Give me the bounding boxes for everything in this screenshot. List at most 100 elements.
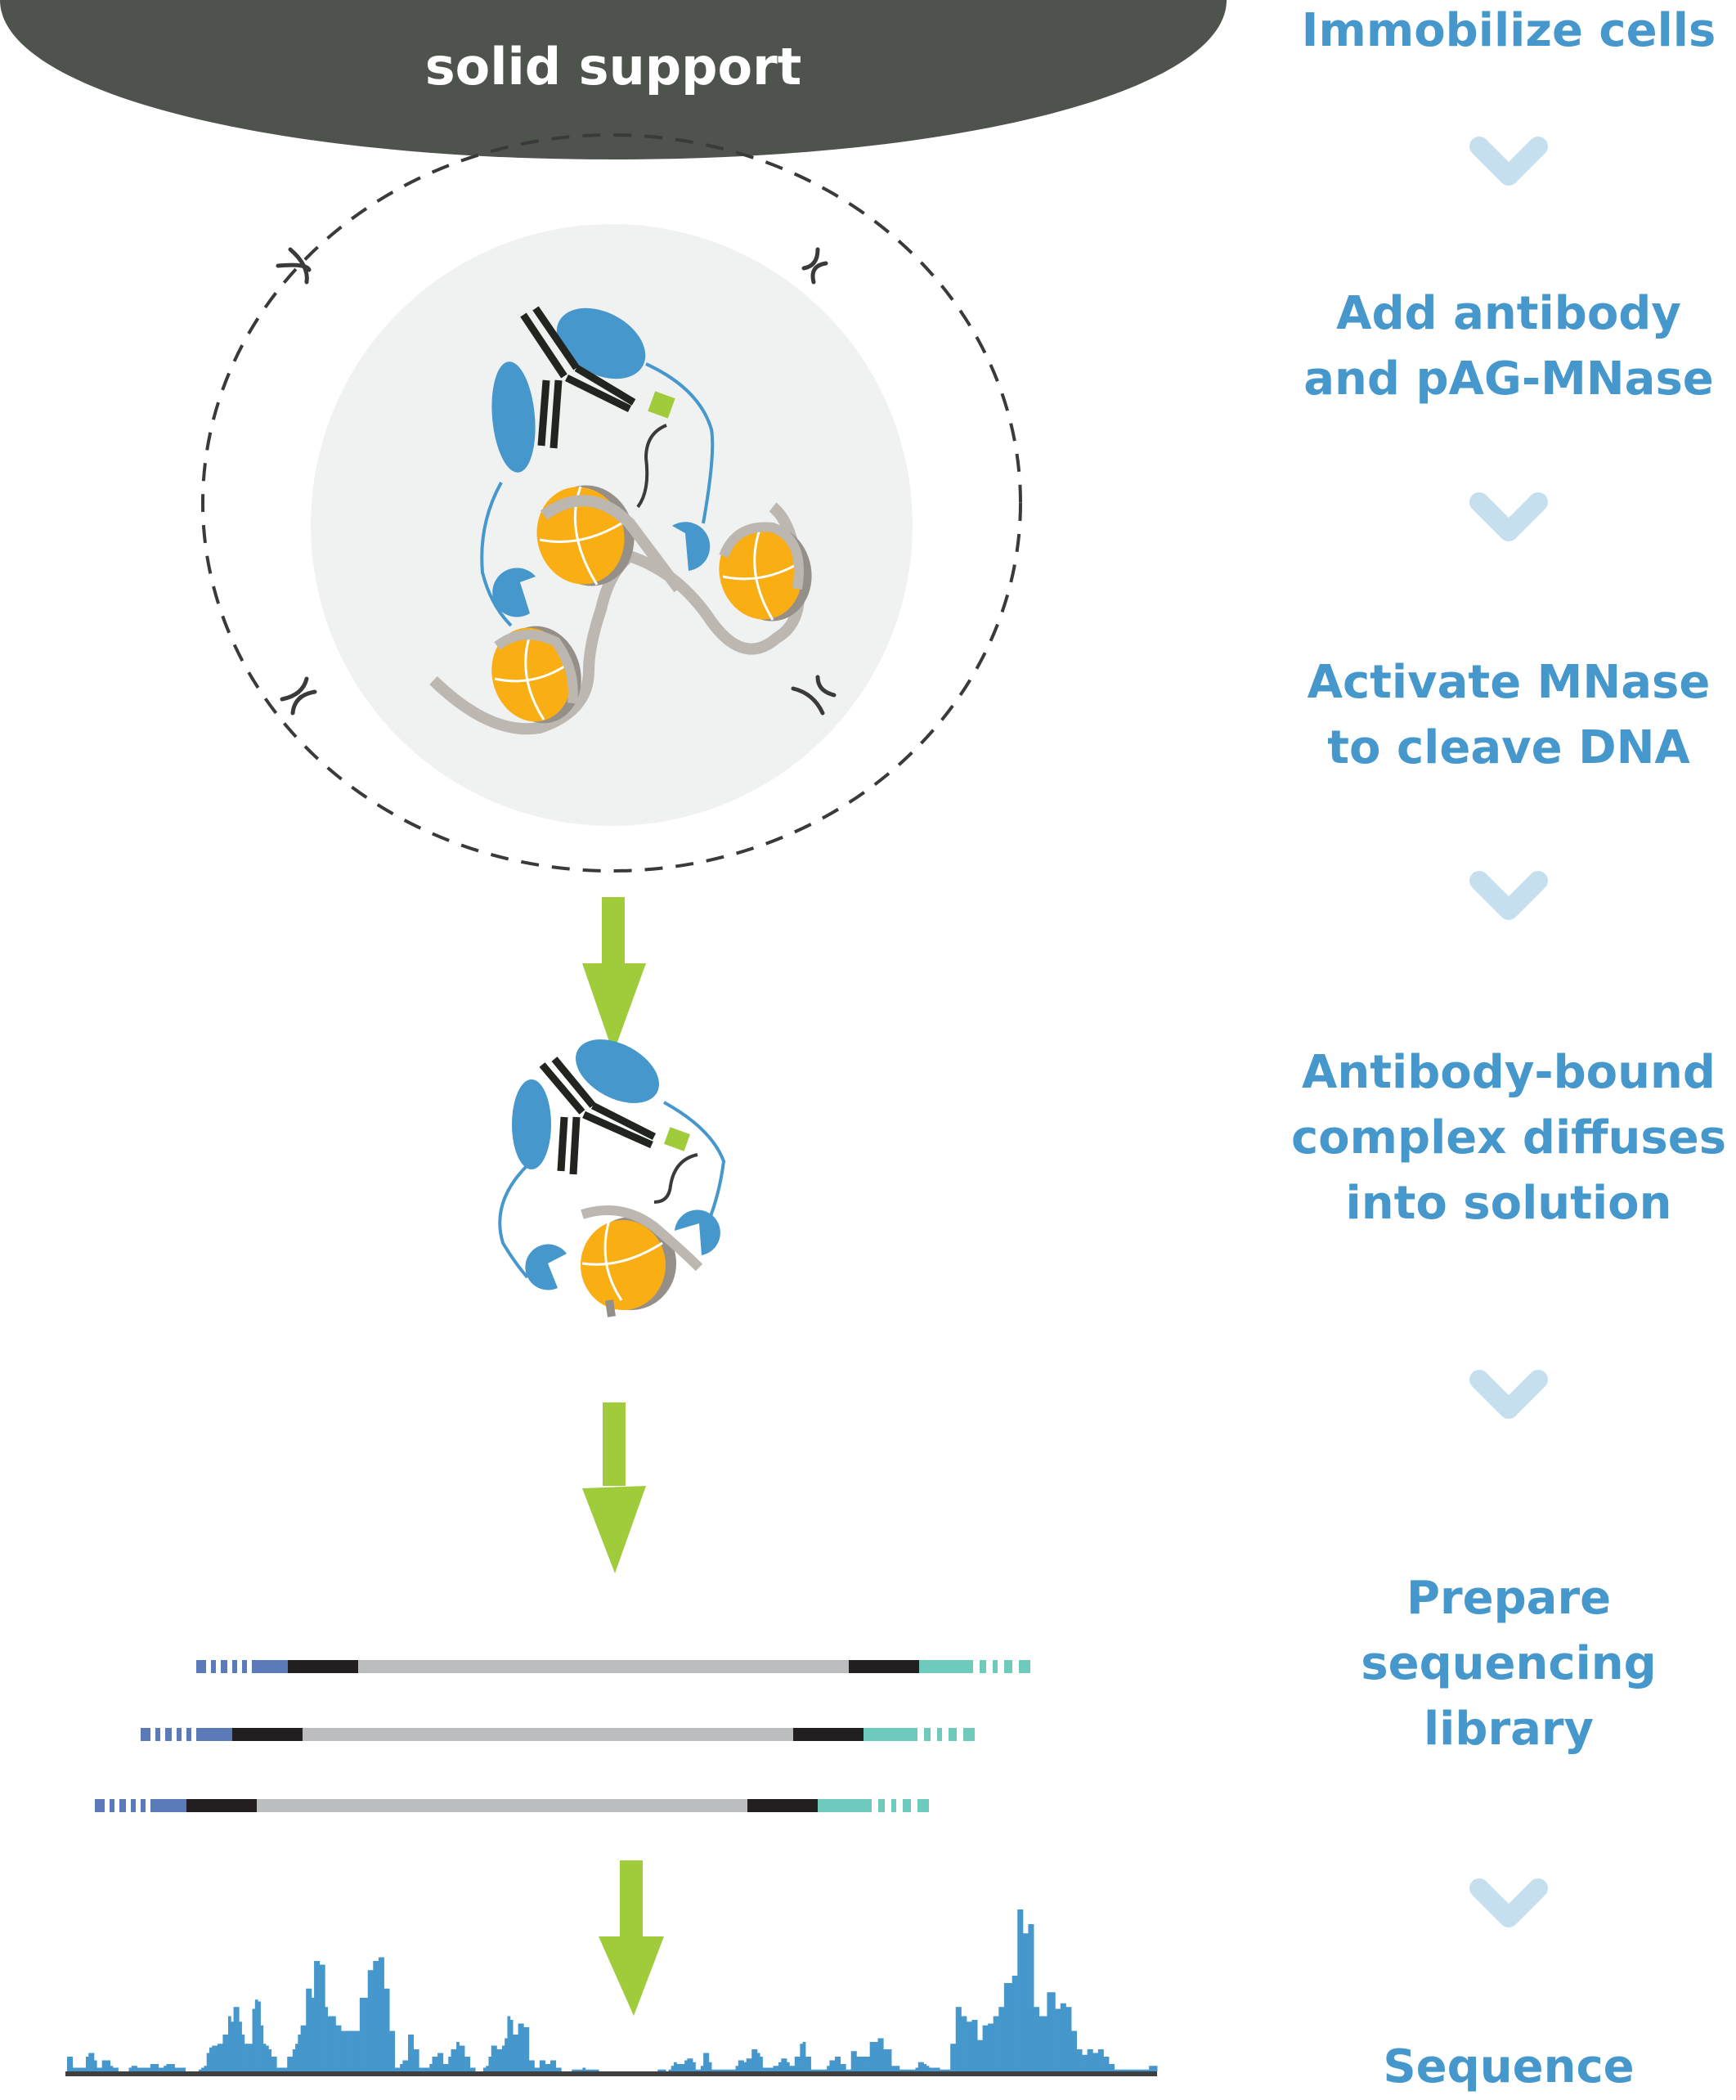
read-segment-adapter-black — [186, 1799, 257, 1812]
read-segment-adapter-dashes-teal — [980, 1660, 986, 1673]
coverage-bar — [333, 2016, 336, 2071]
coverage-bar — [168, 2064, 173, 2071]
coverage-bar — [767, 2067, 771, 2071]
coverage-bar — [220, 2044, 223, 2071]
coverage-bar — [150, 2064, 154, 2071]
coverage-bar — [679, 2064, 683, 2071]
solid-support-label: solid support — [424, 37, 802, 96]
coverage-bar — [426, 2067, 430, 2071]
coverage-bar — [80, 2067, 84, 2071]
coverage-bar — [231, 2021, 235, 2071]
coverage-bar — [499, 2049, 503, 2071]
read-segment-adapter-dashes-teal — [917, 1799, 929, 1812]
coverage-bar — [550, 2060, 554, 2071]
coverage-bar — [523, 2027, 527, 2071]
coverage-bar — [453, 2049, 457, 2071]
read-segment-adapter-dashes-blue — [186, 1728, 191, 1741]
cell-outline — [201, 133, 1022, 873]
step-4-line-3: into solution — [1345, 1177, 1672, 1230]
coverage-bar — [115, 2067, 119, 2071]
coverage-bar — [83, 2067, 87, 2071]
coverage-bar — [982, 2025, 986, 2071]
coverage-bar — [778, 2062, 782, 2071]
coverage-bar — [179, 2067, 183, 2071]
read-segment-adapter-black — [793, 1728, 864, 1741]
cleavage-mark-top-right — [801, 247, 828, 285]
coverage-bar — [128, 2067, 132, 2071]
coverage-bar — [708, 2062, 712, 2071]
coverage-bar — [99, 2067, 103, 2071]
coverage-bar — [384, 1988, 388, 2071]
coverage-bar — [829, 2060, 833, 2071]
coverage-bar — [794, 2057, 798, 2071]
coverage-bar — [693, 2062, 696, 2071]
coverage-bar — [993, 2016, 997, 2071]
coverage-bar — [486, 2066, 489, 2071]
coverage-bar — [1030, 1924, 1034, 2071]
coverage-bar — [958, 2007, 962, 2071]
coverage-bar — [1089, 2049, 1093, 2071]
coverage-bar — [966, 2021, 970, 2071]
coverage-bar — [821, 2069, 825, 2071]
coverage-bar — [877, 2038, 881, 2071]
coverage-bar — [445, 2064, 449, 2071]
coverage-bar — [789, 2066, 792, 2071]
coverage-bar — [311, 1998, 315, 2071]
coverage-bar — [558, 2067, 562, 2071]
linker-left — [480, 482, 513, 627]
library-read — [95, 1799, 929, 1812]
coverage-bar — [746, 2058, 750, 2071]
coverage-bar — [1127, 2069, 1131, 2071]
coverage-bar — [1095, 2053, 1099, 2071]
coverage-bar — [338, 2025, 342, 2071]
coverage-bar — [488, 2057, 492, 2071]
read-segment-adapter-dashes-blue — [110, 1799, 114, 1812]
coverage-bar — [539, 2060, 543, 2071]
coverage-bar — [1012, 1976, 1016, 2071]
step-4-line-1: Antibody-bound — [1302, 1046, 1716, 1099]
coverage-bar — [137, 2067, 141, 2071]
coverage-bar — [469, 2067, 473, 2071]
coverage-bar — [1143, 2069, 1147, 2071]
coverage-bar — [276, 2067, 280, 2071]
coverage-bar — [864, 2057, 868, 2071]
read-segment-insert-grey — [257, 1799, 747, 1812]
coverage-bar — [1014, 1976, 1018, 2071]
coverage-bar — [872, 2042, 876, 2071]
coverage-bar — [201, 2067, 204, 2071]
coverage-bar — [1068, 2007, 1072, 2071]
coverage-bar — [442, 2064, 446, 2071]
coverage-bar — [1133, 2069, 1137, 2071]
coverage-bar — [698, 2069, 702, 2071]
coverage-bar — [295, 2044, 298, 2071]
read-segment-adapter-dashes-blue — [131, 1799, 136, 1812]
coverage-bar — [494, 2045, 497, 2071]
coverage-bar — [155, 2064, 159, 2071]
coverage-bar — [827, 2066, 830, 2071]
coverage-bar — [258, 2001, 261, 2071]
read-segment-index-blue — [150, 1799, 186, 1812]
coverage-bar — [700, 2066, 704, 2071]
coverage-bar — [1111, 2064, 1115, 2071]
coverage-track — [67, 1909, 1158, 2071]
coverage-bar — [1103, 2057, 1107, 2071]
coverage-bar — [432, 2057, 436, 2071]
coverage-bar — [352, 2030, 355, 2071]
coverage-bar — [260, 2025, 264, 2071]
coverage-bar — [668, 2069, 672, 2071]
nucleosome-1 — [536, 485, 684, 593]
read-segment-adapter-dashes-blue — [232, 1660, 237, 1673]
coverage-bar — [751, 2049, 756, 2071]
coverage-bar — [850, 2051, 855, 2071]
coverage-bar — [676, 2064, 680, 2071]
coverage-bar — [397, 2067, 401, 2071]
coverage-bar — [308, 1988, 312, 2071]
read-segment-adapter-dashes-blue — [119, 1799, 126, 1812]
coverage-bar — [595, 2069, 599, 2071]
tag-linker — [636, 424, 667, 509]
coverage-bar — [792, 2066, 796, 2071]
coverage-bar — [1101, 2049, 1104, 2071]
coverage-bar — [1028, 1924, 1032, 2071]
coverage-bar — [1052, 1992, 1056, 2071]
